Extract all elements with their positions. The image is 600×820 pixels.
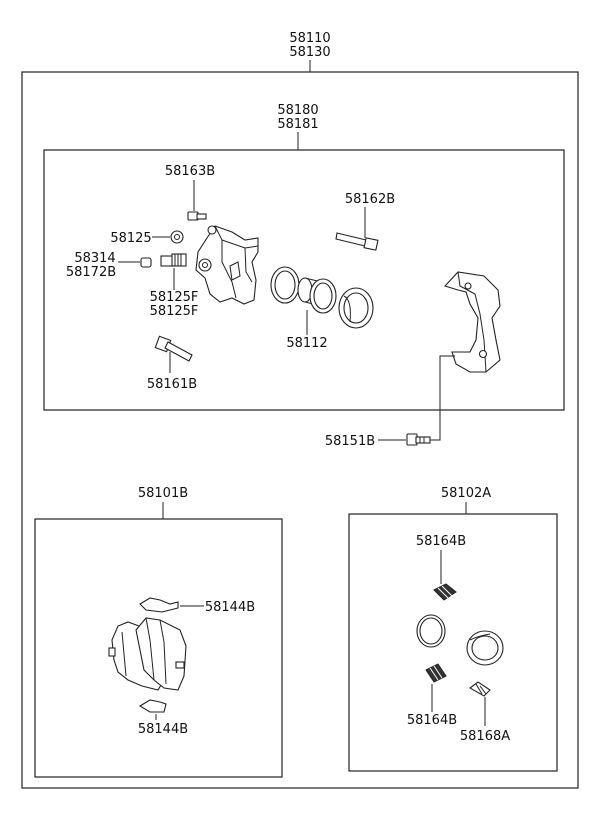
part-label-58144B-bottom: 58144B	[138, 722, 188, 737]
part-label-58125F-2: 58125F	[150, 304, 199, 319]
caliper-label-1: 58180	[277, 103, 318, 118]
kit-label: 58102A	[441, 486, 491, 501]
assembly-frame	[21, 71, 579, 789]
part-label-58112: 58112	[286, 336, 327, 351]
piston-boot-part	[338, 287, 374, 329]
leader-58151B	[430, 355, 455, 441]
shim-clip-top-part	[139, 597, 179, 613]
small-cap-part	[140, 257, 152, 268]
bracket-bolt-part	[406, 433, 431, 446]
part-label-58172B: 58172B	[66, 265, 116, 280]
hose-fitting-part	[160, 253, 187, 267]
part-label-58164B-bottom: 58164B	[407, 713, 457, 728]
part-label-58125: 58125	[110, 231, 151, 246]
guide-pin-upper-part	[335, 232, 379, 251]
piston-boot-kit-part	[466, 630, 504, 666]
shim-clip-bottom-part	[138, 699, 167, 713]
part-label-58151B: 58151B	[325, 434, 375, 449]
part-label-58163B: 58163B	[165, 164, 215, 179]
caliper-label-2: 58181	[277, 117, 318, 132]
part-label-58162B: 58162B	[345, 192, 395, 207]
piston-seal-part	[270, 266, 300, 304]
brake-pads-part	[108, 617, 187, 691]
bleeder-screw-part	[187, 211, 207, 221]
pads-frame	[34, 518, 283, 778]
bleeder-cap-kit-part	[469, 681, 491, 697]
part-label-58161B: 58161B	[147, 377, 197, 392]
guide-pin-lower-part	[154, 335, 193, 362]
kit-frame	[348, 513, 558, 772]
caliper-frame	[43, 149, 565, 411]
assembly-label-1: 58110	[289, 31, 330, 46]
caliper-bracket-part	[444, 271, 501, 373]
part-label-58164B-top: 58164B	[416, 534, 466, 549]
part-label-58125F-1: 58125F	[150, 290, 199, 305]
cap-part	[170, 230, 184, 244]
part-label-58144B-top: 58144B	[205, 600, 255, 615]
pin-boot-bottom-part	[425, 663, 447, 683]
pin-boot-top-part	[433, 583, 457, 601]
caliper-housing-part	[195, 225, 259, 305]
assembly-label-2: 58130	[289, 45, 330, 60]
piston-seal-kit-part	[416, 614, 446, 648]
pads-label: 58101B	[138, 486, 188, 501]
part-label-58168A: 58168A	[460, 729, 510, 744]
piston-part	[297, 277, 337, 314]
part-label-58314: 58314	[74, 251, 115, 266]
